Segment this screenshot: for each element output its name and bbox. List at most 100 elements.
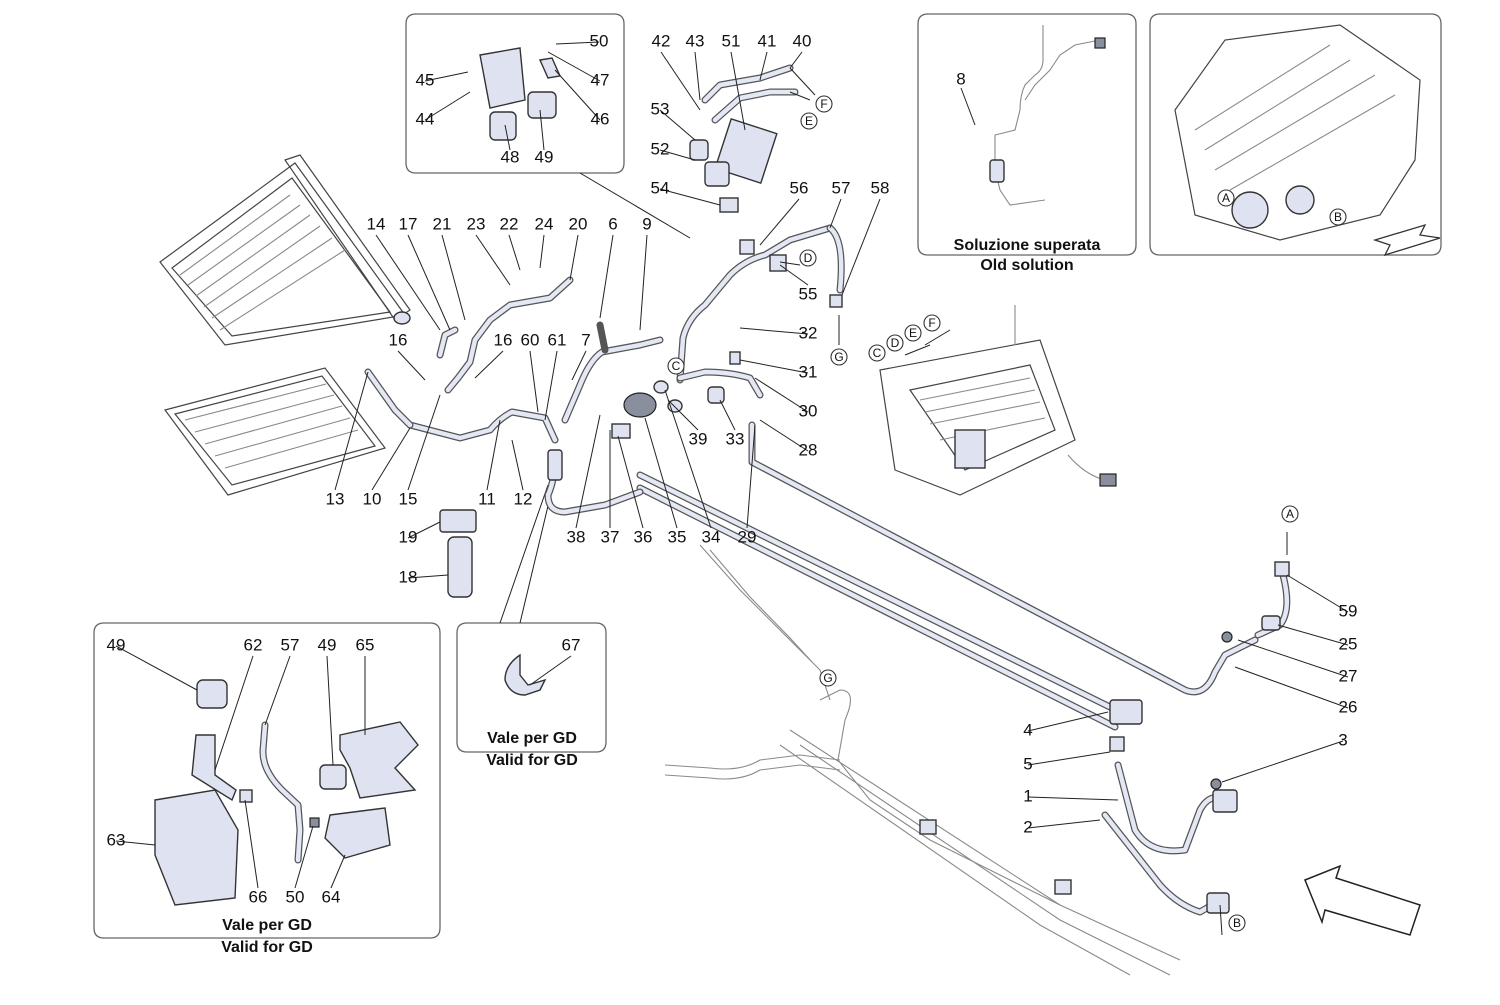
callout-31: 31 — [799, 362, 818, 381]
callout-54: 54 — [651, 178, 670, 197]
leader-line — [407, 234, 451, 331]
svg-text:F: F — [820, 97, 827, 111]
callout-49: 49 — [107, 635, 126, 654]
callout-5: 5 — [1023, 754, 1032, 773]
gd-bracket-parts — [154, 679, 419, 906]
callout-56: 56 — [790, 178, 809, 197]
callout-59: 59 — [1339, 601, 1358, 620]
front-direction-arrow — [1304, 864, 1421, 936]
old-solution-pipe — [989, 25, 1106, 206]
callout-20: 20 — [569, 214, 588, 233]
leader-line — [407, 574, 449, 579]
callout-65: 65 — [356, 635, 375, 654]
condenser — [163, 367, 386, 496]
callout-11: 11 — [478, 489, 496, 508]
connection-letter-G: G — [830, 348, 848, 366]
gd-bracket-caption-it: Vale per GD — [222, 917, 312, 934]
callout-36: 36 — [634, 527, 653, 546]
inset-engine-view — [1149, 13, 1442, 256]
svg-text:D: D — [804, 251, 813, 265]
leader-line — [1027, 796, 1119, 801]
leader-line — [1221, 740, 1344, 783]
leader-line — [407, 394, 441, 491]
old-solution-caption-en: Old solution — [980, 257, 1073, 274]
connection-letter-E: E — [904, 324, 922, 342]
connection-letter-A: A — [1281, 505, 1299, 523]
connection-letter-F: F — [923, 314, 941, 332]
callout-16: 16 — [494, 330, 513, 349]
callout-16: 16 — [389, 330, 408, 349]
callout-38: 38 — [567, 527, 586, 546]
leader-line — [397, 350, 426, 381]
connection-letter-C: C — [868, 344, 886, 362]
gd-clip-caption-en: Valid for GD — [486, 752, 578, 769]
callout-13: 13 — [326, 489, 345, 508]
floor-structure — [664, 544, 1181, 976]
leader-line — [424, 91, 471, 121]
leader-line — [789, 51, 803, 69]
callout-50: 50 — [286, 887, 305, 906]
leader-line — [667, 399, 699, 431]
leader-line — [841, 198, 881, 296]
callout-51: 51 — [722, 31, 741, 50]
callout-15: 15 — [399, 489, 418, 508]
svg-text:C: C — [873, 346, 882, 360]
callout-49: 49 — [318, 635, 337, 654]
leader-line — [539, 234, 545, 269]
inset-gd-clip — [456, 484, 607, 753]
inset-old-solution — [917, 13, 1137, 256]
callout-29: 29 — [738, 527, 757, 546]
callout-23: 23 — [467, 214, 486, 233]
leader-line — [475, 234, 511, 286]
callout-52: 52 — [651, 139, 670, 158]
gd-clip-part — [504, 653, 547, 696]
leader-line — [694, 51, 701, 101]
callout-60: 60 — [521, 330, 540, 349]
leader-line — [486, 419, 501, 491]
callout-49: 49 — [535, 147, 554, 166]
gd-bracket-caption-en: Valid for GD — [221, 939, 313, 956]
callout-57: 57 — [281, 635, 300, 654]
leader-line — [759, 51, 768, 81]
leader-line — [754, 377, 809, 413]
leader-line — [1277, 624, 1349, 646]
callout-47: 47 — [591, 70, 610, 89]
leader-lines — [115, 41, 1349, 889]
callout-28: 28 — [799, 440, 818, 459]
callout-32: 32 — [799, 323, 818, 342]
leader-line — [539, 109, 545, 151]
callout-41: 41 — [758, 31, 777, 50]
callout-25: 25 — [1339, 634, 1358, 653]
connection-letter-D: D — [886, 334, 904, 352]
leader-line — [371, 427, 411, 491]
leader-line — [474, 350, 504, 379]
svg-text:A: A — [1222, 191, 1230, 205]
radiator — [159, 154, 411, 346]
leader-line — [375, 234, 441, 331]
leader-line — [664, 389, 712, 529]
callout-39: 39 — [689, 429, 708, 448]
leader-line — [829, 198, 842, 229]
svg-text:B: B — [1334, 210, 1342, 224]
callout-57: 57 — [832, 178, 851, 197]
leader-line — [659, 188, 721, 206]
connection-letter-F: F — [815, 95, 833, 113]
engine-illustration — [1174, 24, 1441, 257]
callout-45: 45 — [416, 70, 435, 89]
leader-line — [326, 655, 334, 766]
svg-text:E: E — [805, 114, 813, 128]
leader-line — [441, 234, 466, 321]
callout-3: 3 — [1338, 730, 1347, 749]
callout-44: 44 — [416, 109, 435, 128]
callout-66: 66 — [249, 887, 268, 906]
leader-line — [746, 424, 756, 529]
callout-30: 30 — [799, 401, 818, 420]
callout-46: 46 — [591, 109, 610, 128]
callout-6: 6 — [608, 214, 617, 233]
leader-line — [115, 645, 198, 691]
svg-text:E: E — [909, 326, 917, 340]
leader-line — [644, 417, 678, 529]
